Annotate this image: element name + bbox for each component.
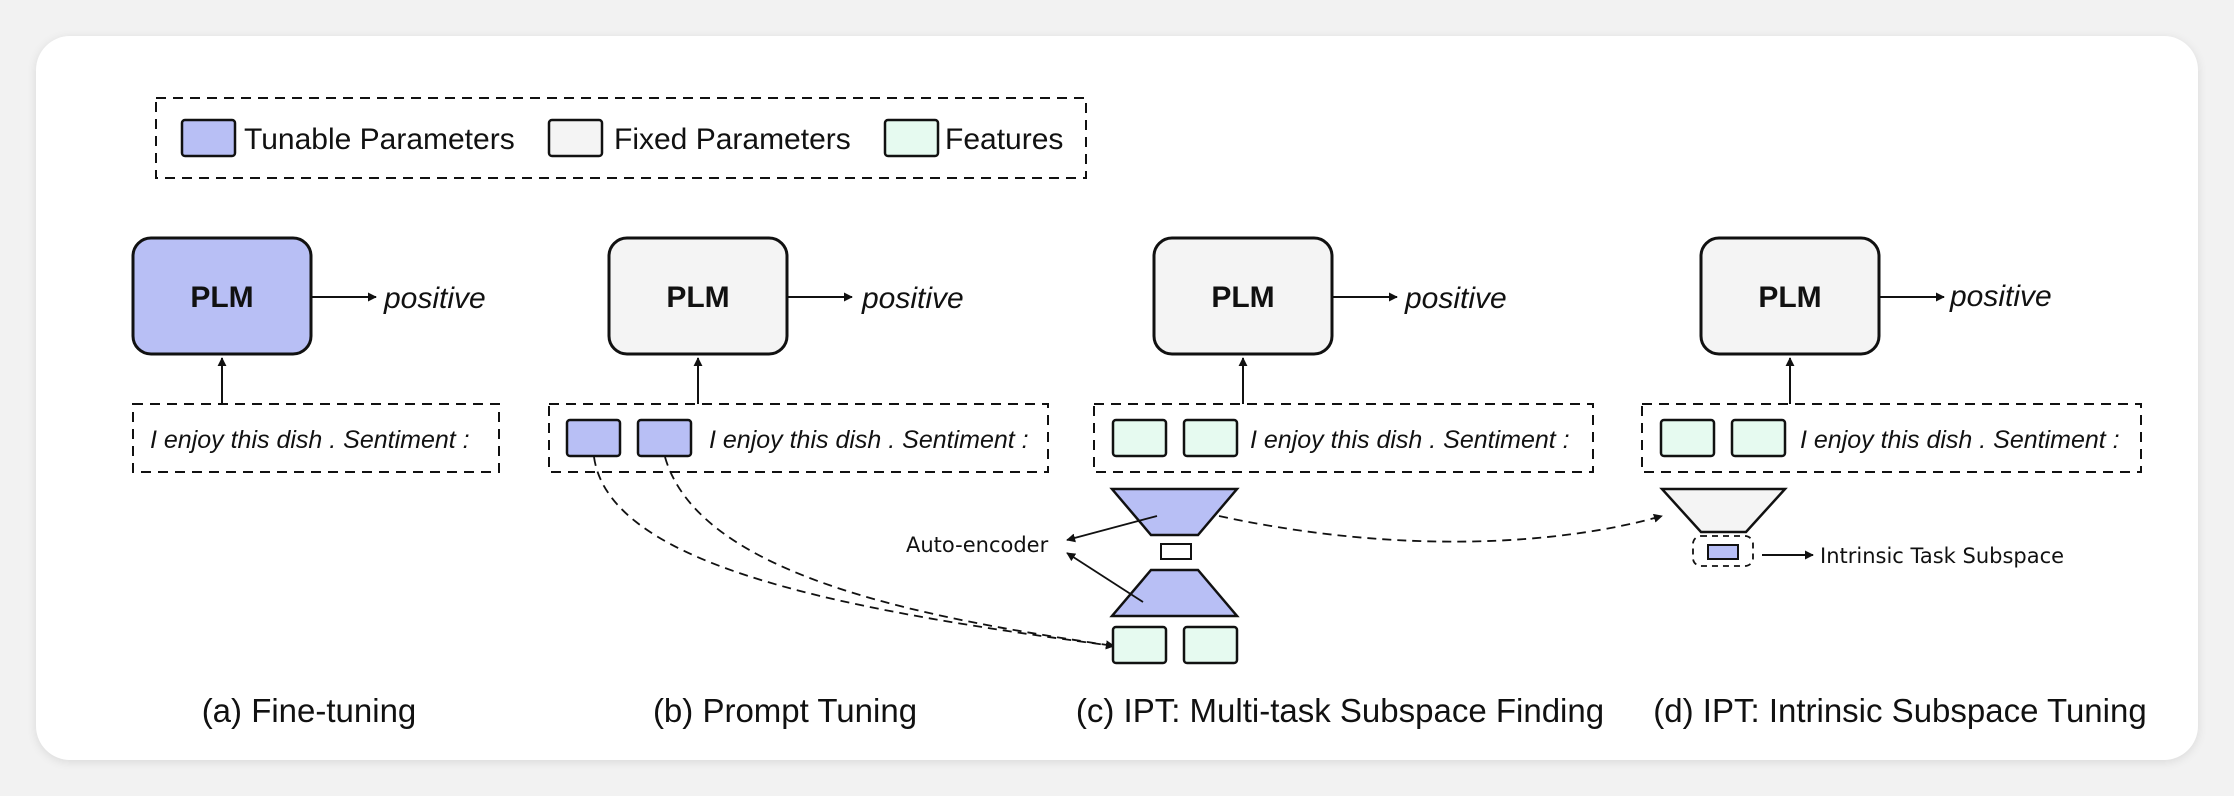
panel-d-feature-token-2	[1730, 418, 1787, 458]
autoencoder-bottleneck	[1160, 543, 1192, 560]
prompt-to-feature-curve-2	[664, 456, 1115, 650]
encoder-to-subspace-curve	[1218, 513, 1663, 543]
panel-c-output: positive	[1404, 282, 1507, 315]
panel-d-fixed-decoder-trapezoid	[1659, 487, 1788, 534]
panel-d: PLM positive I enjoy this dish . Sentime…	[1641, 236, 2147, 729]
panel-c-caption: (c) IPT: Multi-task Subspace Finding	[1076, 692, 1604, 729]
autoencoder-decoder-trapezoid	[1109, 568, 1240, 618]
panel-a-output: positive	[383, 282, 486, 315]
intrinsic-subspace-dashed-box	[1692, 535, 1754, 567]
panel-b-input-text: I enjoy this dish . Sentiment :	[709, 426, 1029, 454]
panel-a-input-box	[132, 403, 500, 473]
autoencoder-label: Auto-encoder	[906, 533, 1049, 557]
panel-c: PLM positive I enjoy this dish . Sentime…	[906, 236, 1604, 729]
panel-b-caption: (b) Prompt Tuning	[653, 692, 917, 729]
panel-b-input-box	[548, 403, 1049, 473]
legend-label-features: Features	[945, 123, 1063, 156]
panel-d-input-box	[1641, 403, 2142, 473]
prompt-to-feature-curve-1	[593, 456, 1115, 650]
legend-swatch-features	[883, 118, 940, 158]
autoencoder-label-arrow-top	[1066, 515, 1158, 543]
panel-a-caption: (a) Fine-tuning	[202, 692, 417, 729]
panel-a: PLM positive I enjoy this dish . Sentime…	[131, 236, 500, 729]
panel-b-prompt-token-1	[565, 418, 622, 458]
panel-d-input-text: I enjoy this dish . Sentiment :	[1800, 426, 2120, 454]
autoencoder-label-arrow-bottom	[1066, 552, 1144, 603]
panel-b: PLM positive I enjoy this dish . Sentime…	[548, 236, 1049, 729]
panel-c-feature-token-1	[1111, 418, 1168, 458]
panel-b-output: positive	[861, 282, 964, 315]
panel-d-caption: (d) IPT: Intrinsic Subspace Tuning	[1653, 692, 2146, 729]
panel-c-reconstructed-feature-2	[1182, 625, 1239, 665]
legend: Tunable Parameters Fixed Parameters Feat…	[155, 97, 1087, 179]
panel-d-feature-token-1	[1659, 418, 1716, 458]
autoencoder-encoder-trapezoid	[1109, 487, 1240, 537]
intrinsic-subspace-vector	[1707, 544, 1739, 560]
panel-d-plm-label: PLM	[1758, 281, 1821, 314]
legend-label-fixed: Fixed Parameters	[614, 123, 851, 156]
legend-swatch-fixed	[547, 118, 604, 158]
panel-c-plm-label: PLM	[1211, 281, 1274, 314]
panel-b-prompt-token-2	[636, 418, 693, 458]
panel-c-input-text: I enjoy this dish . Sentiment :	[1250, 426, 1570, 454]
panel-c-input-box	[1093, 403, 1594, 473]
panel-c-reconstructed-feature-1	[1111, 625, 1168, 665]
panel-c-feature-token-2	[1182, 418, 1239, 458]
legend-label-tunable: Tunable Parameters	[244, 123, 515, 156]
intrinsic-subspace-label: Intrinsic Task Subspace	[1820, 544, 2064, 568]
legend-swatch-tunable	[180, 118, 237, 158]
panel-b-plm-label: PLM	[666, 281, 729, 314]
panel-a-plm-label: PLM	[190, 281, 253, 314]
panel-d-output: positive	[1949, 280, 2052, 313]
legend-border	[155, 97, 1087, 179]
panel-a-input-text: I enjoy this dish . Sentiment :	[150, 426, 470, 454]
